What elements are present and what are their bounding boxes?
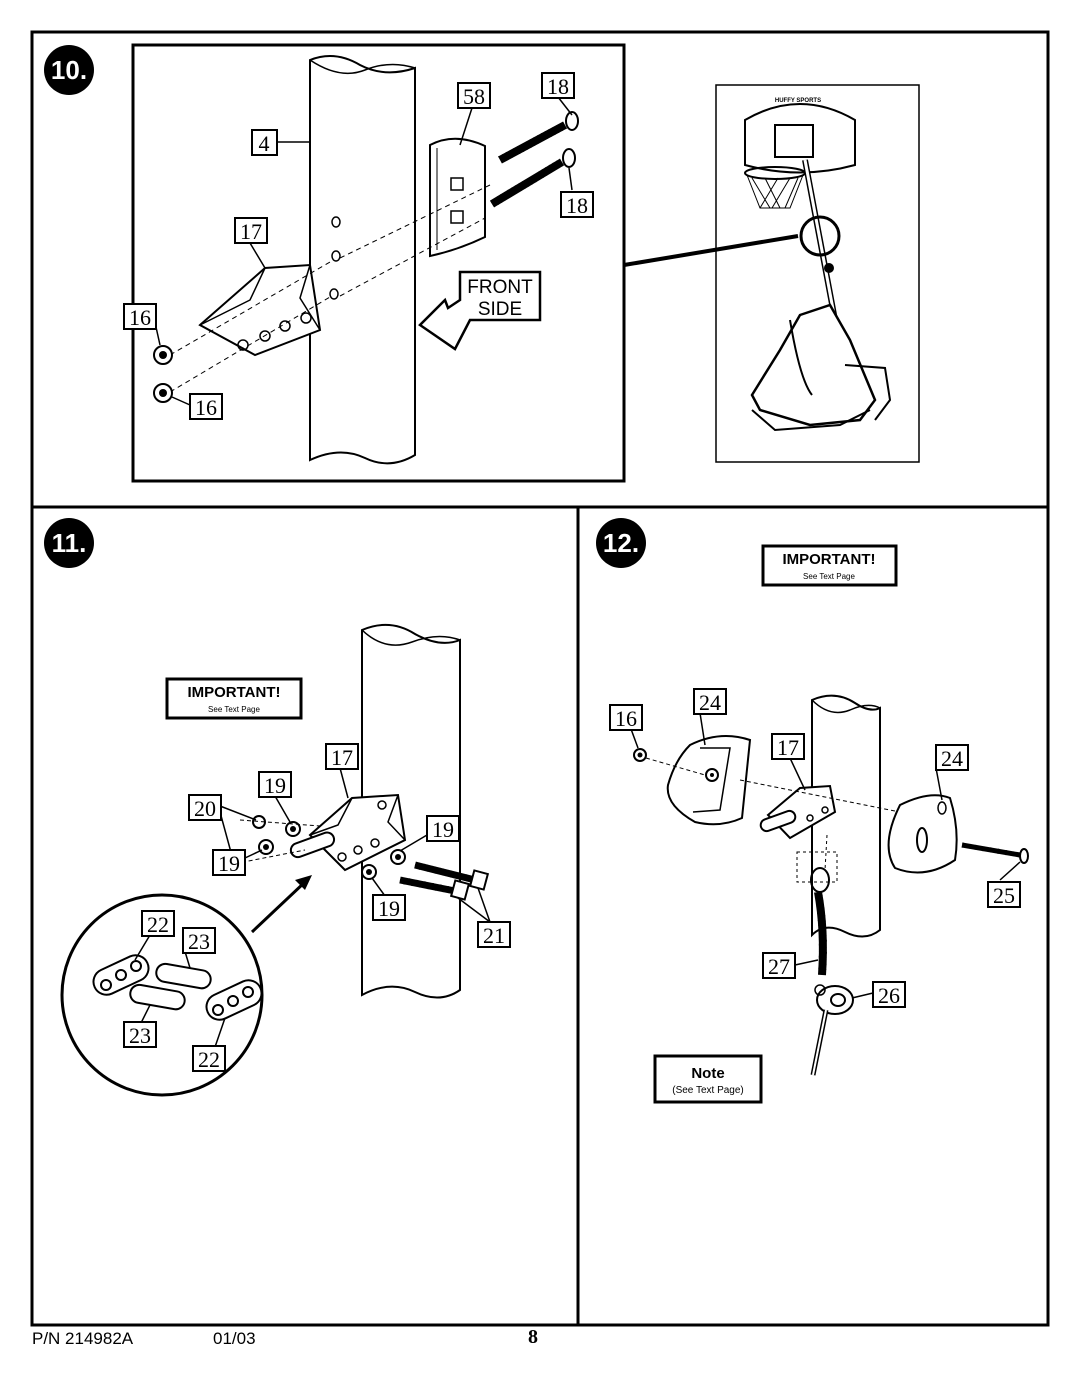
label-nut-top: 16 bbox=[129, 305, 151, 330]
overview-box bbox=[715, 84, 920, 463]
label-bolts: 21 bbox=[483, 923, 505, 948]
bracket bbox=[198, 263, 322, 357]
label-lanyard: 27 bbox=[768, 954, 790, 979]
lock-nut bbox=[633, 748, 647, 762]
revision-date: 01/03 bbox=[213, 1329, 256, 1348]
label-plate: 58 bbox=[463, 84, 485, 109]
mounting-plate bbox=[429, 137, 486, 258]
label-washer-d: 19 bbox=[378, 896, 400, 921]
step-11-number: 11. bbox=[52, 528, 87, 558]
label-spacer-b: 23 bbox=[129, 1023, 151, 1048]
washers bbox=[258, 821, 406, 880]
label-pin: 26 bbox=[878, 983, 900, 1008]
label-bracket: 17 bbox=[331, 745, 353, 770]
lanyard bbox=[810, 834, 830, 976]
part-number: P/N 214982A bbox=[32, 1329, 134, 1348]
spacer-plates-detail bbox=[92, 954, 263, 1021]
label-cover-left: 24 bbox=[699, 690, 721, 715]
lock-nut-top bbox=[153, 345, 173, 365]
label-washer-a: 19 bbox=[264, 773, 286, 798]
step-10-panel: 10. bbox=[44, 43, 920, 483]
label-plate-b: 22 bbox=[198, 1047, 220, 1072]
label-nut-bottom: 16 bbox=[195, 395, 217, 420]
label-nut: 20 bbox=[194, 796, 216, 821]
cover-right bbox=[887, 794, 958, 874]
step-12-number: 12. bbox=[603, 528, 639, 558]
step-10-number: 10. bbox=[51, 55, 87, 85]
hitch-pin bbox=[810, 984, 854, 1076]
important-title-12: IMPORTANT! bbox=[782, 551, 875, 568]
label-nut: 16 bbox=[615, 706, 637, 731]
important-box-step-12: IMPORTANT! See Text Page bbox=[761, 544, 898, 587]
label-washer-b: 19 bbox=[432, 817, 454, 842]
step-12-panel: 12. IMPORTANT! See Text Page bbox=[596, 518, 1029, 1104]
important-title-11: IMPORTANT! bbox=[187, 684, 280, 701]
label-bolt: 25 bbox=[993, 883, 1015, 908]
page-number: 8 bbox=[528, 1326, 538, 1348]
label-pole: 4 bbox=[259, 131, 270, 156]
page-frame bbox=[30, 30, 1050, 1327]
step-12-badge bbox=[596, 518, 646, 568]
label-spacer-a: 23 bbox=[188, 929, 210, 954]
note-box: Note (See Text Page) bbox=[653, 1054, 763, 1104]
front-label: FRONT bbox=[467, 277, 533, 298]
bolt bbox=[961, 842, 1029, 864]
step-10-badge bbox=[44, 45, 94, 95]
label-bracket: 17 bbox=[240, 219, 262, 244]
label-bolt-bottom: 18 bbox=[566, 193, 588, 218]
important-sub-12: See Text Page bbox=[803, 572, 855, 581]
bracket bbox=[289, 793, 407, 872]
cover-left bbox=[666, 735, 752, 826]
label-cover-right: 24 bbox=[941, 746, 963, 771]
front-side-arrow: FRONT SIDE bbox=[418, 270, 542, 351]
carriage-bolt-top bbox=[498, 111, 579, 164]
detail-arrow bbox=[250, 880, 307, 934]
important-sub-11: See Text Page bbox=[208, 705, 260, 714]
label-plate-a: 22 bbox=[147, 912, 169, 937]
zoom-connector bbox=[623, 234, 799, 267]
important-box-step-11: IMPORTANT! See Text Page bbox=[165, 677, 303, 720]
hoop-overview: HUFFY SPORTS bbox=[744, 98, 892, 432]
label-bolt-top: 18 bbox=[547, 74, 569, 99]
step-11-badge bbox=[44, 518, 94, 568]
hoop-brand: HUFFY SPORTS bbox=[775, 98, 821, 104]
step-11-panel: 11. IMPORTANT! See Text Page bbox=[44, 518, 511, 1097]
note-sub: (See Text Page) bbox=[672, 1085, 744, 1096]
label-washer-c: 19 bbox=[218, 851, 240, 876]
label-bracket: 17 bbox=[777, 735, 799, 760]
note-title: Note bbox=[691, 1065, 724, 1082]
lock-nut-bottom bbox=[153, 383, 173, 403]
carriage-bolt-bottom bbox=[489, 148, 576, 208]
side-label: SIDE bbox=[478, 299, 522, 320]
pole bbox=[309, 55, 416, 465]
bolts bbox=[399, 861, 490, 901]
